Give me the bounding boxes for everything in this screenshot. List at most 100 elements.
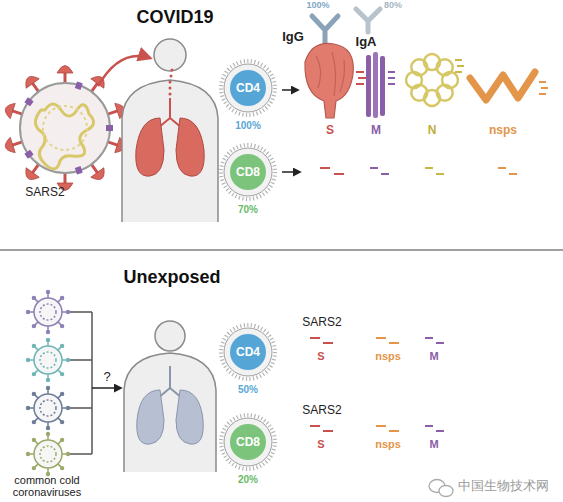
bracket-arrow xyxy=(70,311,92,313)
section-heading: Unexposed xyxy=(123,268,220,288)
t-cell-circle: CD4 50% xyxy=(218,322,278,398)
healthy-lungs xyxy=(137,366,203,444)
bracket-arrow xyxy=(70,359,92,361)
bracket-arrow xyxy=(70,407,92,409)
common-cold-virus xyxy=(26,338,70,382)
bracket-arrow xyxy=(91,312,93,454)
human-figure xyxy=(154,39,186,71)
healthy-lungs xyxy=(176,390,203,444)
sars2-virus xyxy=(24,150,33,159)
epitope-dash xyxy=(455,59,462,61)
sars2-virus xyxy=(20,83,110,173)
nucleocapsid-protein xyxy=(406,54,458,106)
sars2-virus xyxy=(24,97,33,106)
membrane-protein xyxy=(366,52,385,118)
sars2-virus xyxy=(57,66,73,84)
membrane-protein xyxy=(373,52,378,118)
sars2-virus xyxy=(35,104,93,169)
virus-label: SARS2 xyxy=(302,404,341,417)
sars2-virus xyxy=(43,106,87,150)
response-percentage: 20% xyxy=(218,475,278,485)
human-figure xyxy=(122,39,218,222)
response-percentage: 100% xyxy=(218,121,278,131)
infection-arrow xyxy=(98,56,150,86)
epitope-dash xyxy=(381,173,389,175)
sars2-virus xyxy=(106,125,113,131)
epitope-dash xyxy=(370,167,378,169)
infected-lungs xyxy=(169,87,172,90)
section-divider xyxy=(0,249,563,251)
epitope-dash xyxy=(541,87,548,89)
human-figure xyxy=(124,321,216,472)
epitope-dash xyxy=(436,173,444,175)
antibody-symbol xyxy=(312,16,338,44)
human-figure xyxy=(122,80,218,222)
human-figure xyxy=(155,321,185,351)
nucleocapsid-protein xyxy=(437,59,453,75)
t-cell-arrow xyxy=(282,89,298,91)
bracket-arrow xyxy=(70,453,92,455)
virus-label: common cold coronaviruses xyxy=(1,474,93,498)
protein-label: nsps xyxy=(375,350,401,362)
t-cell-arrow xyxy=(282,171,300,173)
infected-lungs xyxy=(136,118,164,176)
epitope-dash xyxy=(358,77,366,79)
epitope-dash xyxy=(455,71,462,73)
epitope-dash xyxy=(376,425,386,427)
common-cold-virus xyxy=(26,290,70,476)
epitope-dash xyxy=(425,337,433,339)
cell-type-label: CD4 xyxy=(218,346,278,358)
protein-label: S xyxy=(317,350,324,362)
cell-type-label: CD8 xyxy=(218,166,278,178)
epitope-dash xyxy=(388,71,395,73)
bracket-arrow xyxy=(70,312,121,454)
epitope-dash xyxy=(323,342,333,344)
cell-type-label: CD4 xyxy=(218,82,278,94)
epitope-dash xyxy=(310,337,320,339)
epitope-dash xyxy=(388,77,395,79)
epitope-dash xyxy=(457,65,464,67)
infected-lungs xyxy=(170,75,173,78)
sars2-virus xyxy=(3,66,127,191)
antibody-symbol xyxy=(356,9,380,32)
infected-lungs xyxy=(169,93,172,96)
protein-label: M xyxy=(371,124,381,137)
t-cell-arrow xyxy=(282,90,300,172)
epitope-dash xyxy=(425,425,433,427)
epitope-dash xyxy=(334,173,344,175)
cell-type-label: CD8 xyxy=(218,436,278,448)
antibody-label: IgG xyxy=(282,30,304,44)
epitope-dash xyxy=(310,60,548,431)
antibody-percentage: 100% xyxy=(306,1,329,11)
virus-label: SARS2 xyxy=(25,186,64,199)
nsps-protein xyxy=(470,72,535,100)
bracket-arrow xyxy=(92,387,121,389)
watermark-icon xyxy=(439,486,453,497)
sars2-virus xyxy=(75,81,83,90)
t-cell-circle: CD8 70% xyxy=(218,142,278,218)
infected-lungs xyxy=(158,98,182,128)
antibody-percentage: 80% xyxy=(384,1,402,11)
watermark-icon xyxy=(429,480,453,497)
t-cell-circle: CD8 20% xyxy=(218,412,278,488)
epitope-dash xyxy=(388,83,395,85)
protein-label: M xyxy=(429,438,438,450)
protein-label: nsps xyxy=(375,438,401,450)
response-percentage: 50% xyxy=(218,385,278,395)
epitope-dash xyxy=(389,342,399,344)
human-figure xyxy=(124,353,216,472)
common-cold-virus xyxy=(26,290,70,334)
epitope-dash xyxy=(389,430,399,432)
epitope-dash xyxy=(436,342,444,344)
protein-label: nsps xyxy=(489,124,517,137)
protein-label: S xyxy=(326,124,334,137)
protein-label: N xyxy=(428,124,437,137)
response-percentage: 70% xyxy=(218,205,278,215)
protein-label: S xyxy=(317,438,324,450)
antibody-label: IgA xyxy=(356,35,377,49)
epitope-dash xyxy=(539,81,546,83)
question-mark: ? xyxy=(103,370,110,384)
epitope-dash xyxy=(356,83,364,85)
